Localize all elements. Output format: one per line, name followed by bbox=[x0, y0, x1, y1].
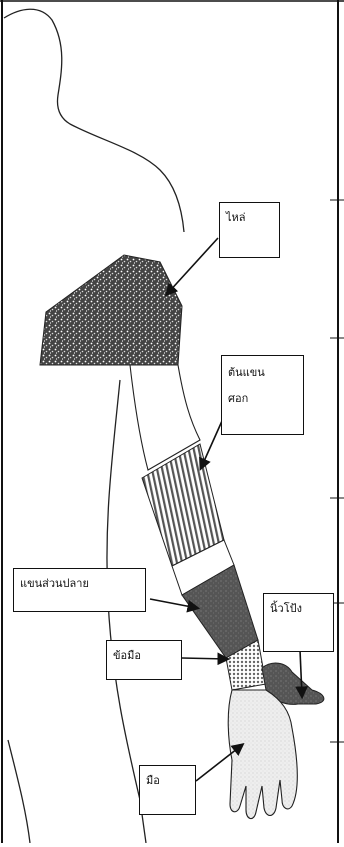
thumb-label: นิ้วโป้ง bbox=[263, 593, 334, 652]
shoulder-arrow bbox=[167, 238, 218, 294]
torso-back-outline bbox=[8, 740, 30, 843]
wrist-label: ข้อมือ bbox=[106, 640, 182, 680]
wrist-arrow bbox=[182, 658, 227, 659]
head-neck-outline bbox=[4, 9, 184, 232]
forearm-label: แขนส่วนปลาย bbox=[13, 568, 146, 612]
shoulder-label: ไหล่ bbox=[219, 202, 280, 258]
hand-region bbox=[228, 690, 297, 819]
shoulder-label-text: ไหล่ bbox=[226, 211, 246, 224]
upper-arm-label-text: ต้นแขน bbox=[228, 360, 297, 386]
hand-label-text: มือ bbox=[146, 774, 160, 787]
wrist-label-text: ข้อมือ bbox=[113, 649, 141, 662]
hand-label: มือ bbox=[139, 765, 196, 815]
elbow-label-text: ศอก bbox=[228, 386, 297, 412]
forearm-label-text: แขนส่วนปลาย bbox=[20, 577, 89, 590]
thumb-label-text: นิ้วโป้ง bbox=[270, 602, 302, 615]
upper-arm-elbow-label: ต้นแขน ศอก bbox=[221, 355, 304, 435]
shoulder-region bbox=[40, 255, 182, 365]
